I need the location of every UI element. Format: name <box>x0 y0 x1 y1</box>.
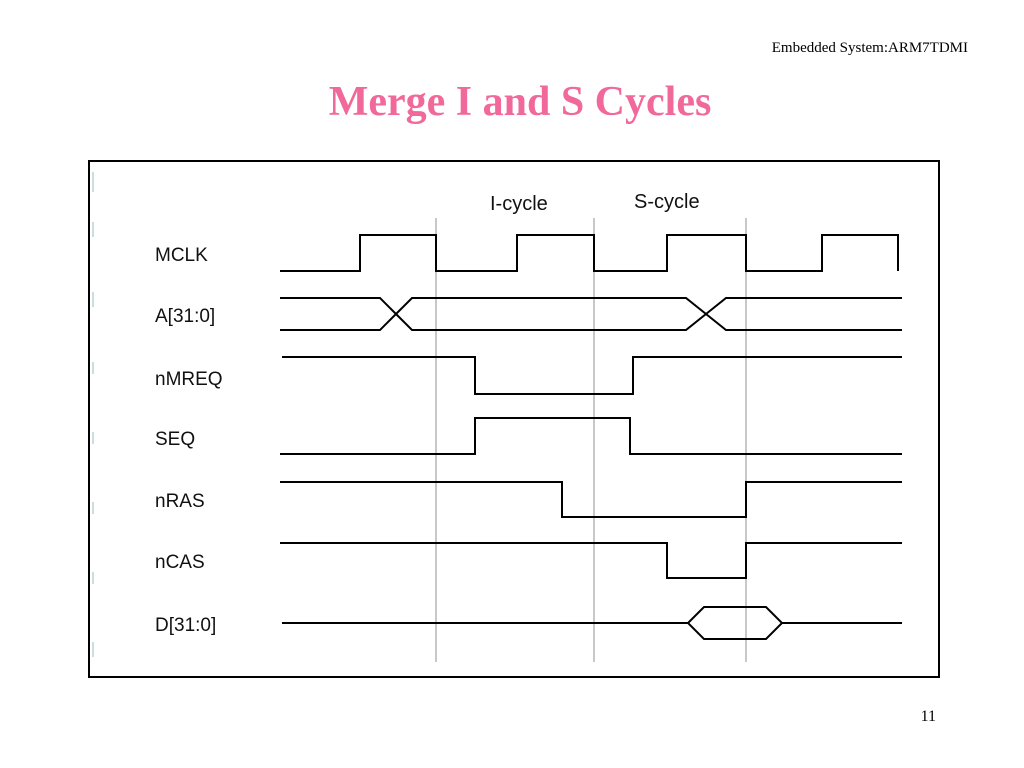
waveform-address <box>280 297 902 331</box>
timing-diagram-canvas: I-cycle S-cycle MCLK A[31:0] nMREQ SEQ n… <box>92 172 902 662</box>
waveform-nras <box>280 481 902 518</box>
slide-title: Merge I and S Cycles <box>328 79 712 125</box>
waveform-nmreq <box>282 356 902 395</box>
signal-label-mclk: MCLK <box>155 245 208 266</box>
signal-label-nmreq: nMREQ <box>155 369 223 390</box>
signal-label-ncas: nCAS <box>155 552 205 573</box>
page-number: 11 <box>920 708 936 725</box>
signal-label-seq: SEQ <box>155 429 195 450</box>
waveform-data <box>282 606 902 640</box>
signal-label-address: A[31:0] <box>155 306 215 327</box>
signal-label-data: D[31:0] <box>155 615 216 636</box>
signal-label-nras: nRAS <box>155 491 205 512</box>
cycle-label-i: I-cycle <box>490 193 548 215</box>
waveform-mclk <box>280 234 899 272</box>
cycle-gridlines <box>435 218 747 662</box>
course-header: Embedded System:ARM7TDMI <box>771 40 968 56</box>
timing-diagram: I-cycle S-cycle MCLK A[31:0] nMREQ SEQ n… <box>88 160 940 678</box>
waveform-ncas <box>280 542 902 579</box>
waveform-seq <box>280 417 902 455</box>
cycle-label-s: S-cycle <box>634 191 700 213</box>
